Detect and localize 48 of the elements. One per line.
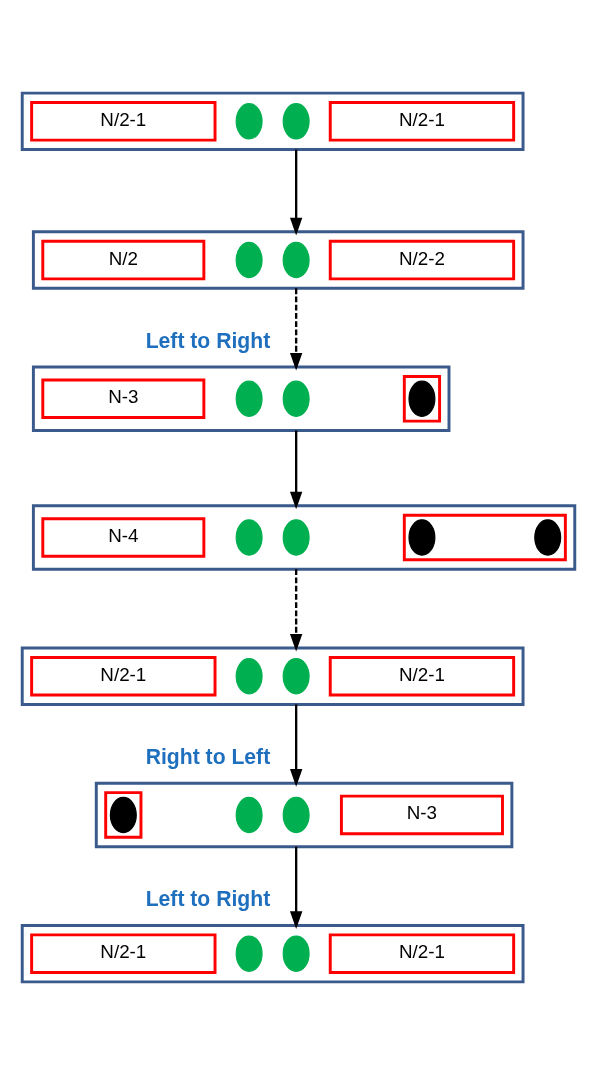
node-circle [109,796,137,833]
cluster [104,790,143,839]
node-box: N/2-1 [30,932,217,974]
arrow [289,568,303,652]
node-box: N-3 [41,378,206,419]
edge-label: Left to Right [145,886,271,910]
node-circle [534,518,562,556]
arrow [289,149,303,235]
node-circle [235,518,263,556]
cluster [20,646,525,706]
node-circle [282,380,310,417]
node-circle [282,102,310,140]
node-box: N/2 [41,239,206,280]
node-box: N/2-1 [30,655,217,696]
cluster [20,923,525,983]
node-circle [282,796,310,833]
node-box: N/2-1 [328,100,516,142]
node-circle [235,102,263,140]
node-circle [235,657,263,694]
node-circle [408,380,436,417]
cluster [402,513,567,561]
node-box: N-3 [339,794,504,835]
arrow [289,287,303,371]
arrow [289,703,303,787]
node-box: N-4 [41,516,206,558]
cluster [31,365,451,432]
edge-label: Left to Right [145,328,271,352]
cluster [31,503,577,571]
node-circle [282,934,310,972]
node-box: N/2-1 [30,100,217,142]
node-circle [408,518,436,556]
node-circle [235,796,263,833]
node-box: N/2-1 [328,932,516,974]
node-box: N/2-2 [328,239,516,280]
arrow [289,430,303,509]
edge-label: Right to Left [145,744,271,768]
cluster [402,374,442,423]
cluster [94,781,514,848]
node-circle [282,657,310,694]
node-circle [235,934,263,972]
node-box: N/2-1 [328,655,516,696]
arrow [289,846,303,929]
node-circle [282,518,310,556]
node-circle [235,241,263,278]
node-circle [235,380,263,417]
cluster [31,229,525,290]
cluster [20,91,525,151]
node-circle [282,241,310,278]
